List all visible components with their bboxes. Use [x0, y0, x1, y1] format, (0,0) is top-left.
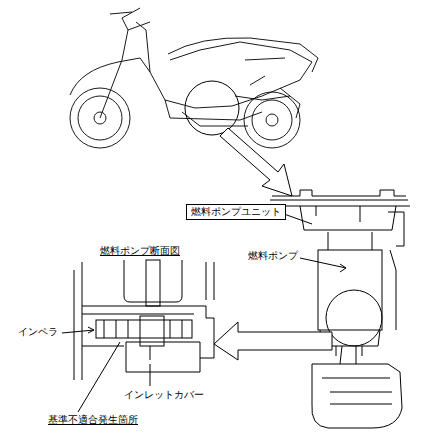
leader-line [300, 258, 346, 268]
part-label: 燃料ポンプ [248, 250, 298, 262]
scooter [70, 8, 318, 148]
part-name: 燃料ポンプユニット [191, 206, 281, 218]
fuel-pump-unit [268, 190, 410, 428]
part-label: インペラ [18, 326, 58, 338]
leader-line [62, 327, 94, 333]
leader-head [340, 264, 346, 272]
label-box: 燃料ポンプユニット [186, 204, 286, 220]
pump-section [74, 260, 214, 380]
zoom-circle [326, 290, 382, 346]
leader-line [78, 342, 120, 412]
part-label: 燃料ポンプ断面図 [100, 245, 180, 257]
leader-line [150, 364, 151, 386]
zoom-arrow [220, 128, 292, 196]
leader-line [284, 214, 312, 224]
part-label: インレットカバー [124, 389, 204, 401]
zoom-circle [185, 81, 239, 135]
zoom-arrow [214, 322, 332, 360]
part-label: 基準不適合発生箇所 [48, 414, 138, 426]
